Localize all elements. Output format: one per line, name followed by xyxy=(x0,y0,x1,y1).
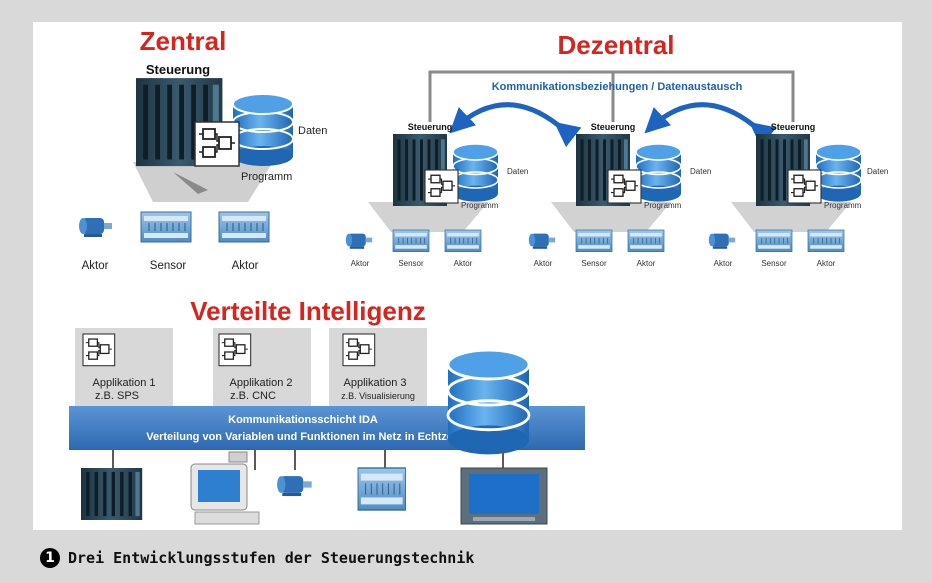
zentral-database-icon xyxy=(232,93,294,167)
dezentral-network-lines xyxy=(428,70,795,122)
app2-program-icon xyxy=(218,333,252,367)
caption-number-badge: 1 xyxy=(40,548,60,568)
verteilt-actuator-icon xyxy=(277,476,312,497)
zentral-cone-arrow xyxy=(173,172,208,194)
verteilt-pc-icon xyxy=(190,451,260,525)
ida-bar-line1: Kommunikationsschicht IDA xyxy=(228,414,378,426)
node3-program-icon xyxy=(787,169,822,204)
node2-database-icon xyxy=(635,143,682,203)
dezentral-exchange-arrow-2 xyxy=(644,102,777,148)
app3-line1: Applikation 3 xyxy=(344,377,407,389)
node3-actuator2-icon xyxy=(807,229,845,252)
diagram-canvas: Zentral Steuerung Daten Programm Aktor S… xyxy=(69,26,888,525)
figure-panel: Zentral Steuerung Daten Programm Aktor S… xyxy=(33,22,902,530)
zentral-actuator2-icon xyxy=(218,211,270,243)
verteilt-plc-rack xyxy=(81,468,143,520)
app3-program-icon xyxy=(342,333,376,367)
node3-programm-label: Programm xyxy=(824,201,862,210)
node3-actuator-icon xyxy=(708,233,736,249)
node1-label-aktor-1: Aktor xyxy=(351,259,370,268)
zentral-section: Zentral Steuerung Daten Programm Aktor S… xyxy=(79,26,327,272)
node3-label-sensor: Sensor xyxy=(761,259,787,268)
node1-actuator2-icon xyxy=(444,229,482,252)
node1-programm-label: Programm xyxy=(461,201,499,210)
app2-line1: Applikation 2 xyxy=(230,377,293,389)
dezentral-title: Dezentral xyxy=(557,30,674,60)
verteilt-section: Verteilte Intelligenz Applikation 1 z.B.… xyxy=(69,296,585,525)
app1-line2: z.B. SPS xyxy=(95,390,139,402)
zentral-sensor-icon xyxy=(140,211,192,243)
node1-label-sensor: Sensor xyxy=(398,259,424,268)
verteilt-database-icon xyxy=(446,348,531,456)
node1-label-aktor-2: Aktor xyxy=(454,259,473,268)
node1-actuator-icon xyxy=(345,233,373,249)
node3-cone xyxy=(731,202,851,232)
node1-program-icon xyxy=(424,169,459,204)
node3-steuerung-label: Steuerung xyxy=(771,122,816,132)
verteilt-io-module-icon xyxy=(357,467,407,511)
zentral-title: Zentral xyxy=(140,26,227,56)
node1-database-icon xyxy=(452,143,499,203)
zentral-distribution-cone xyxy=(133,162,273,202)
figure-caption: 1 Drei Entwicklungsstufen der Steuerungs… xyxy=(40,546,474,570)
node2-label-aktor-2: Aktor xyxy=(637,259,656,268)
caption-text: Drei Entwicklungsstufen der Steuerungste… xyxy=(68,549,475,567)
dezentral-exchange-arrow-1 xyxy=(449,102,582,148)
app1-program-icon xyxy=(82,333,116,367)
verteilt-title: Verteilte Intelligenz xyxy=(190,296,426,326)
zentral-label-aktor-1: Aktor xyxy=(82,260,109,272)
dezentral-section: Dezentral Kommunikationsbeziehungen / Da… xyxy=(345,30,888,268)
node3-database-icon xyxy=(815,143,862,203)
node2-program-icon xyxy=(607,169,642,204)
app3-line2: z.B. Visualisierung xyxy=(341,391,415,401)
node2-actuator-icon xyxy=(528,233,556,249)
bus-connectors xyxy=(112,450,504,470)
zentral-program-icon xyxy=(194,121,240,167)
node3-sensor-icon xyxy=(755,229,793,252)
node2-label-aktor-1: Aktor xyxy=(534,259,553,268)
dezentral-comm-label: Kommunikationsbeziehungen / Datenaustaus… xyxy=(492,81,743,93)
node2-sensor-icon xyxy=(575,229,613,252)
app1-line1: Applikation 1 xyxy=(93,377,156,389)
node3-daten-label: Daten xyxy=(867,167,888,176)
ida-bar-line2: Verteilung von Variablen und Funktionen … xyxy=(146,431,460,443)
node2-programm-label: Programm xyxy=(644,201,682,210)
node2-actuator2-icon xyxy=(627,229,665,252)
zentral-label-aktor-2: Aktor xyxy=(232,260,259,272)
dezentral-node-2: Steuerung Daten Programm Aktor Sensor Ak… xyxy=(528,122,711,268)
node2-daten-label: Daten xyxy=(690,167,711,176)
node2-steuerung-label: Steuerung xyxy=(591,122,636,132)
zentral-label-sensor: Sensor xyxy=(150,260,187,272)
node1-daten-label: Daten xyxy=(507,167,528,176)
zentral-programm-label: Programm xyxy=(241,171,292,183)
node1-sensor-icon xyxy=(392,229,430,252)
node3-label-aktor-1: Aktor xyxy=(714,259,733,268)
zentral-daten-label: Daten xyxy=(298,125,327,137)
node2-label-sensor: Sensor xyxy=(581,259,607,268)
app2-line2: z.B. CNC xyxy=(230,390,276,402)
node1-steuerung-label: Steuerung xyxy=(408,122,453,132)
dezentral-node-3: Steuerung Daten Programm Aktor Sensor Ak… xyxy=(708,122,888,268)
zentral-steuerung-label: Steuerung xyxy=(146,62,210,77)
node1-cone xyxy=(368,202,488,232)
verteilt-hmi-panel-icon xyxy=(460,467,548,525)
node2-cone xyxy=(551,202,671,232)
zentral-actuator-icon xyxy=(79,218,112,237)
node3-label-aktor-2: Aktor xyxy=(817,259,836,268)
dezentral-node-1: Steuerung Daten Programm Aktor Sensor Ak… xyxy=(345,122,528,268)
